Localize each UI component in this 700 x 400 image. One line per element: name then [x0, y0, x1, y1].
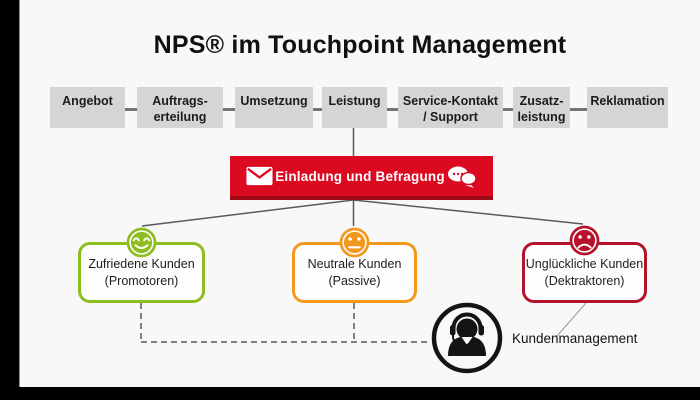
banner-label: Einladung und Befragung	[275, 168, 445, 184]
touchpoint-service-kontakt: Service-Kontakt / Support	[398, 87, 503, 128]
neutral-face-icon	[339, 227, 370, 258]
touchpoint-angebot: Angebot	[50, 87, 125, 128]
chat-bubbles-icon	[448, 166, 477, 188]
segment-promotoren: Zufriedene Kunden (Promotoren)	[78, 242, 205, 303]
page-title: NPS® im Touchpoint Management	[153, 31, 567, 59]
envelope-icon	[246, 166, 273, 186]
touchpoint-reklamation: Reklamation	[587, 87, 668, 128]
line-banner-detraktoren	[353, 199, 584, 225]
kundenmanagement-label: Kundenmanagement	[512, 331, 638, 346]
einladung-befragung-banner: Einladung und Befragung	[230, 156, 493, 200]
bottom-black-bar	[0, 387, 700, 400]
sad-face-icon	[569, 225, 600, 256]
touchpoint-zusatzleistung: Zusatz- leistung	[513, 87, 570, 128]
touchpoint-umsetzung: Umsetzung	[235, 87, 313, 128]
touchpoint-leistung: Leistung	[322, 87, 387, 128]
left-black-strip	[0, 0, 20, 400]
segment-passive: Neutrale Kunden (Passive)	[292, 242, 417, 303]
happy-face-icon	[126, 227, 157, 258]
line-banner-promotoren	[141, 199, 354, 227]
touchpoint-auftragserteilung: Auftrags- erteilung	[137, 87, 223, 128]
support-agent-icon	[431, 302, 503, 374]
